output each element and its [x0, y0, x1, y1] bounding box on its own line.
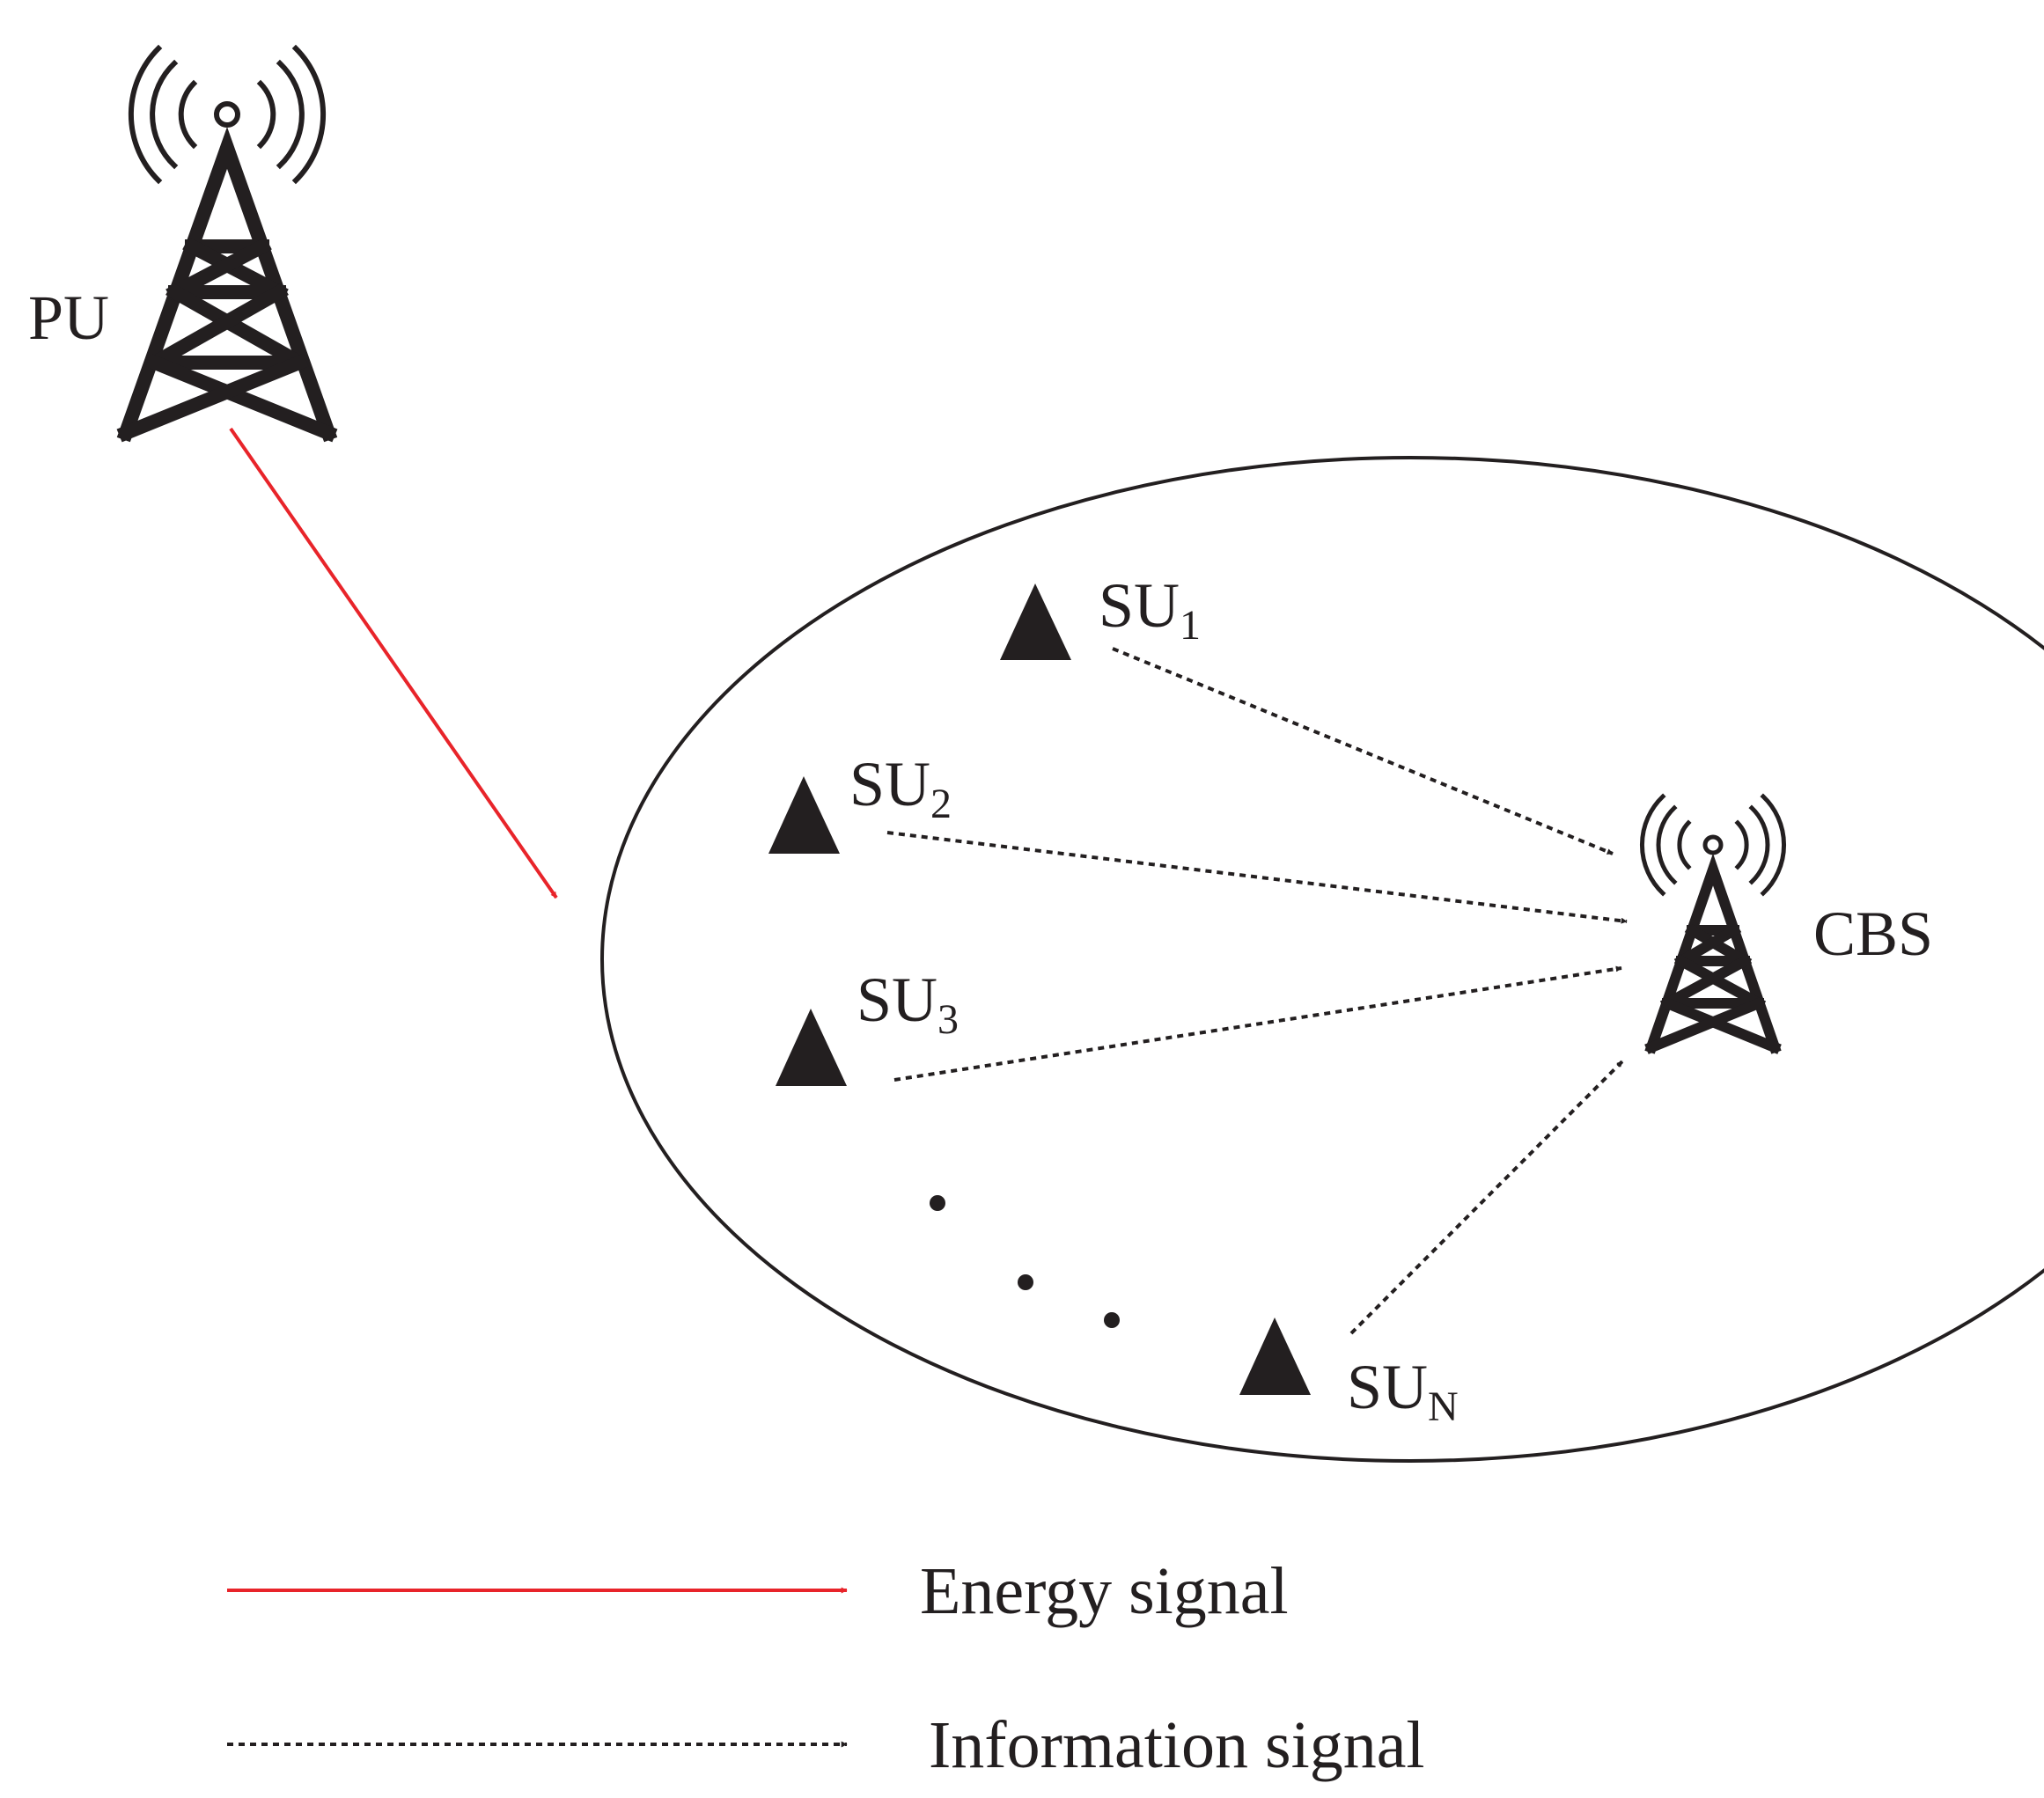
su3-triangle-icon [776, 1009, 847, 1086]
su2-triangle-icon [768, 776, 840, 854]
su1-triangle-icon [1000, 583, 1071, 660]
legend-info-label: Information signal [929, 1708, 1425, 1782]
sun-triangle-icon [1239, 1317, 1311, 1395]
ellipsis-dot [1104, 1312, 1120, 1328]
su1-label: SU1 [1099, 570, 1201, 649]
su1-label-base: SU [1099, 570, 1180, 641]
su3-label: SU3 [857, 965, 959, 1043]
legend-energy-label: Energy signal [920, 1554, 1289, 1628]
ellipsis-dot [1018, 1274, 1033, 1290]
su2-label-base: SU [849, 749, 930, 819]
ellipsis-dot [930, 1195, 945, 1211]
cbs-label: CBS [1813, 899, 1933, 969]
energy-signal-arrow [229, 427, 558, 899]
info-arrow-su3 [893, 965, 1622, 1082]
legend: Energy signal Information signal [227, 1554, 1425, 1782]
su2-label: SU2 [849, 749, 952, 827]
sun-label-sub: N [1428, 1383, 1459, 1430]
info-arrow-su2 [886, 831, 1628, 924]
sun-label: SUN [1347, 1352, 1459, 1430]
su2-label-sub: 2 [930, 781, 952, 827]
su3-label-sub: 3 [937, 996, 959, 1043]
sun-label-base: SU [1347, 1352, 1428, 1422]
info-arrow-su1 [1112, 647, 1614, 855]
cell-boundary [600, 456, 2044, 1463]
su3-label-base: SU [857, 965, 937, 1035]
pu-label: PU [28, 283, 109, 353]
pu-tower-icon [116, 44, 338, 443]
cbs-tower-icon [1640, 793, 1786, 1054]
info-arrow-sun [1349, 1060, 1624, 1335]
su1-label-sub: 1 [1180, 602, 1201, 649]
